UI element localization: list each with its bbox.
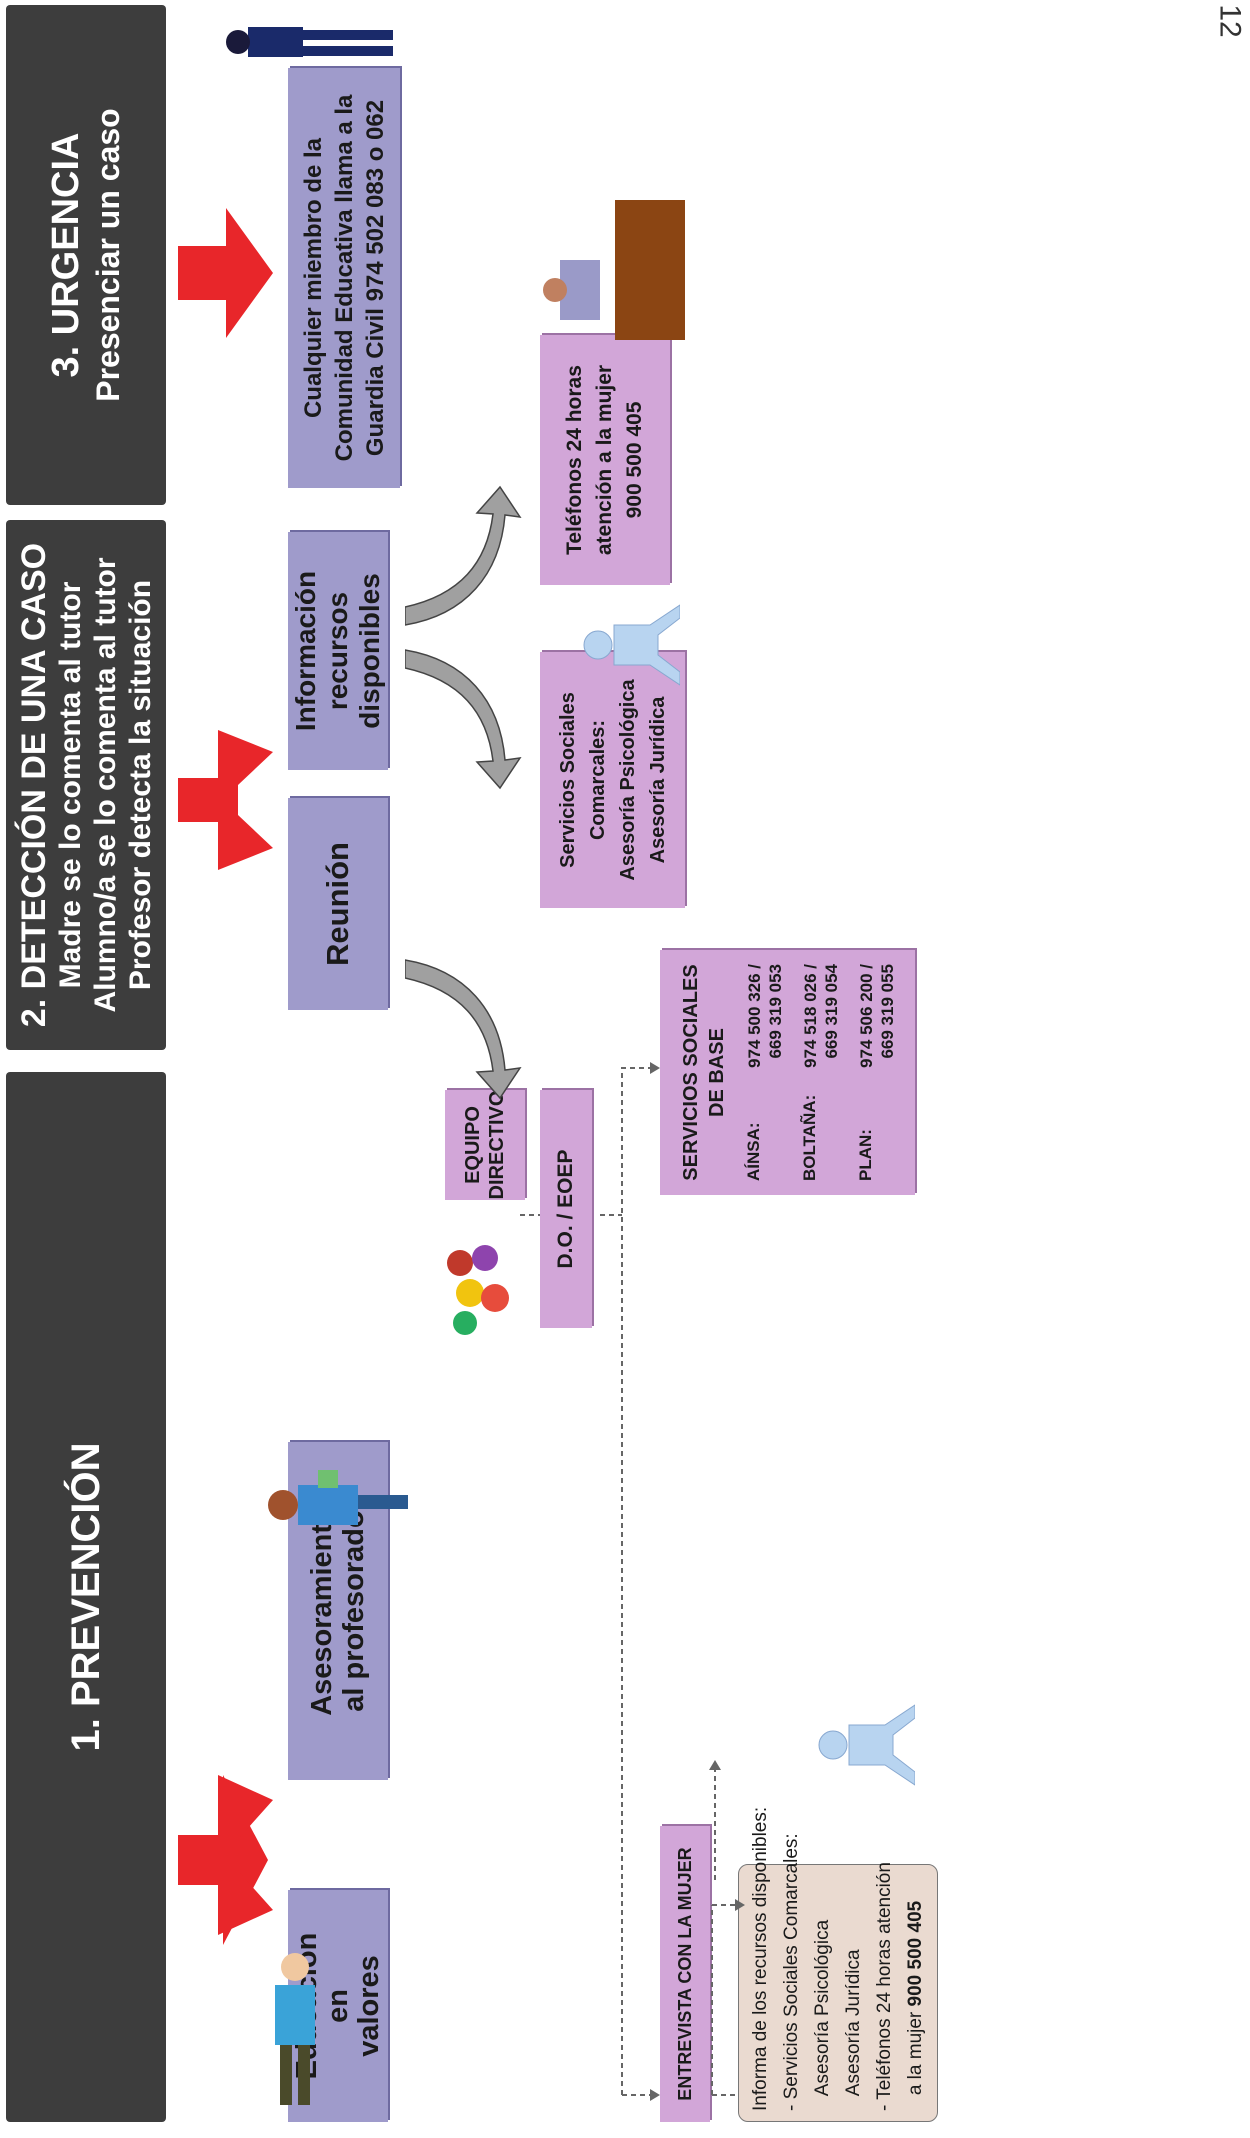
red-arrow-urgencia-icon: [178, 208, 273, 338]
gray-arrow-telefonos-icon: [405, 485, 522, 626]
red-split-arrow-deteccion-icon: [178, 730, 273, 870]
blue-person-comarcales-icon: [583, 604, 680, 686]
desk-person-icon: [543, 200, 685, 340]
guardia-civil-icon: [226, 27, 393, 57]
person-educacion-icon: [275, 1953, 315, 2105]
gray-arrow-reunion-icon: [405, 959, 522, 1100]
person-asesoramiento-icon: [268, 1470, 408, 1525]
red-split-arrow-prevencion-icon: [178, 1775, 273, 1935]
gray-arrow-comarcales-icon: [405, 649, 522, 790]
blue-person-informa-icon: [818, 1704, 915, 1786]
group-people-icon: [447, 1245, 509, 1335]
